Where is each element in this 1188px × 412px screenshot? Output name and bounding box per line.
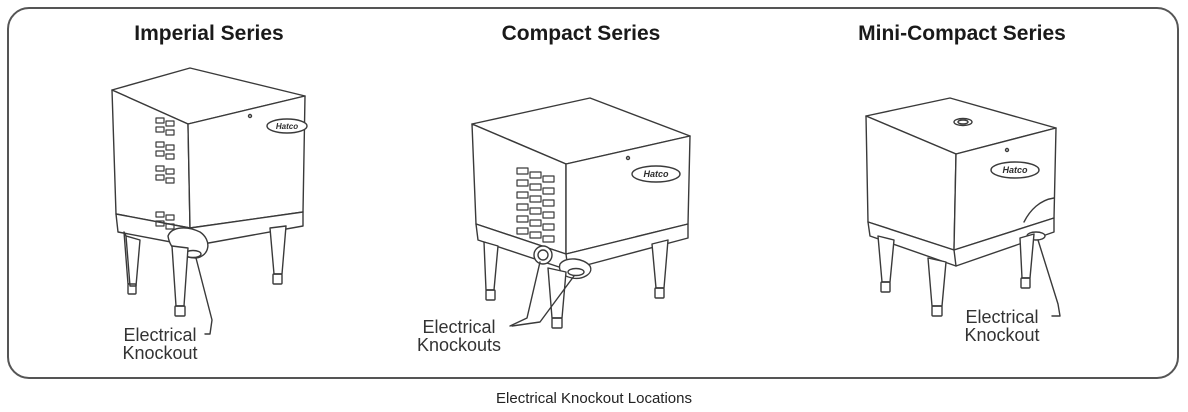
mini-compact-heater: Hatco [865,97,1061,317]
compact-heater: Hatco [471,97,691,329]
diagram-frame [7,7,1179,379]
figure-caption: Electrical Knockout Locations [496,390,692,407]
imperial-vents [155,117,175,230]
imperial-hatco-logo: Hatco [266,118,308,134]
imperial-knockout-label: Electrical Knockout [112,326,208,362]
mini-compact-hatco-logo: Hatco [990,161,1040,179]
compact-knockouts-label-line1: Electrical [422,317,496,337]
compact-knockouts-label-line2: Knockouts [416,335,502,355]
compact-vents [516,167,555,243]
compact-hatco-logo: Hatco [631,165,681,183]
imperial-knockout-label-line2: Knockout [122,343,198,363]
compact-knockouts-label: Electrical Knockouts [406,318,512,354]
compact-series-title: Compact Series [501,22,661,45]
imperial-knockout-label-line1: Electrical [123,325,197,345]
mini-compact-knockout-label-line1: Electrical [965,307,1039,327]
imperial-series-title: Imperial Series [134,22,284,45]
svg-text:Hatco: Hatco [276,122,298,131]
svg-text:Hatco: Hatco [643,169,669,179]
imperial-heater: Hatco [111,67,308,335]
mini-compact-knockout-label: Electrical Knockout [954,308,1050,344]
svg-text:Hatco: Hatco [1002,165,1028,175]
mini-compact-knockout-label-line2: Knockout [964,325,1040,345]
mini-compact-series-title: Mini-Compact Series [858,22,1066,45]
